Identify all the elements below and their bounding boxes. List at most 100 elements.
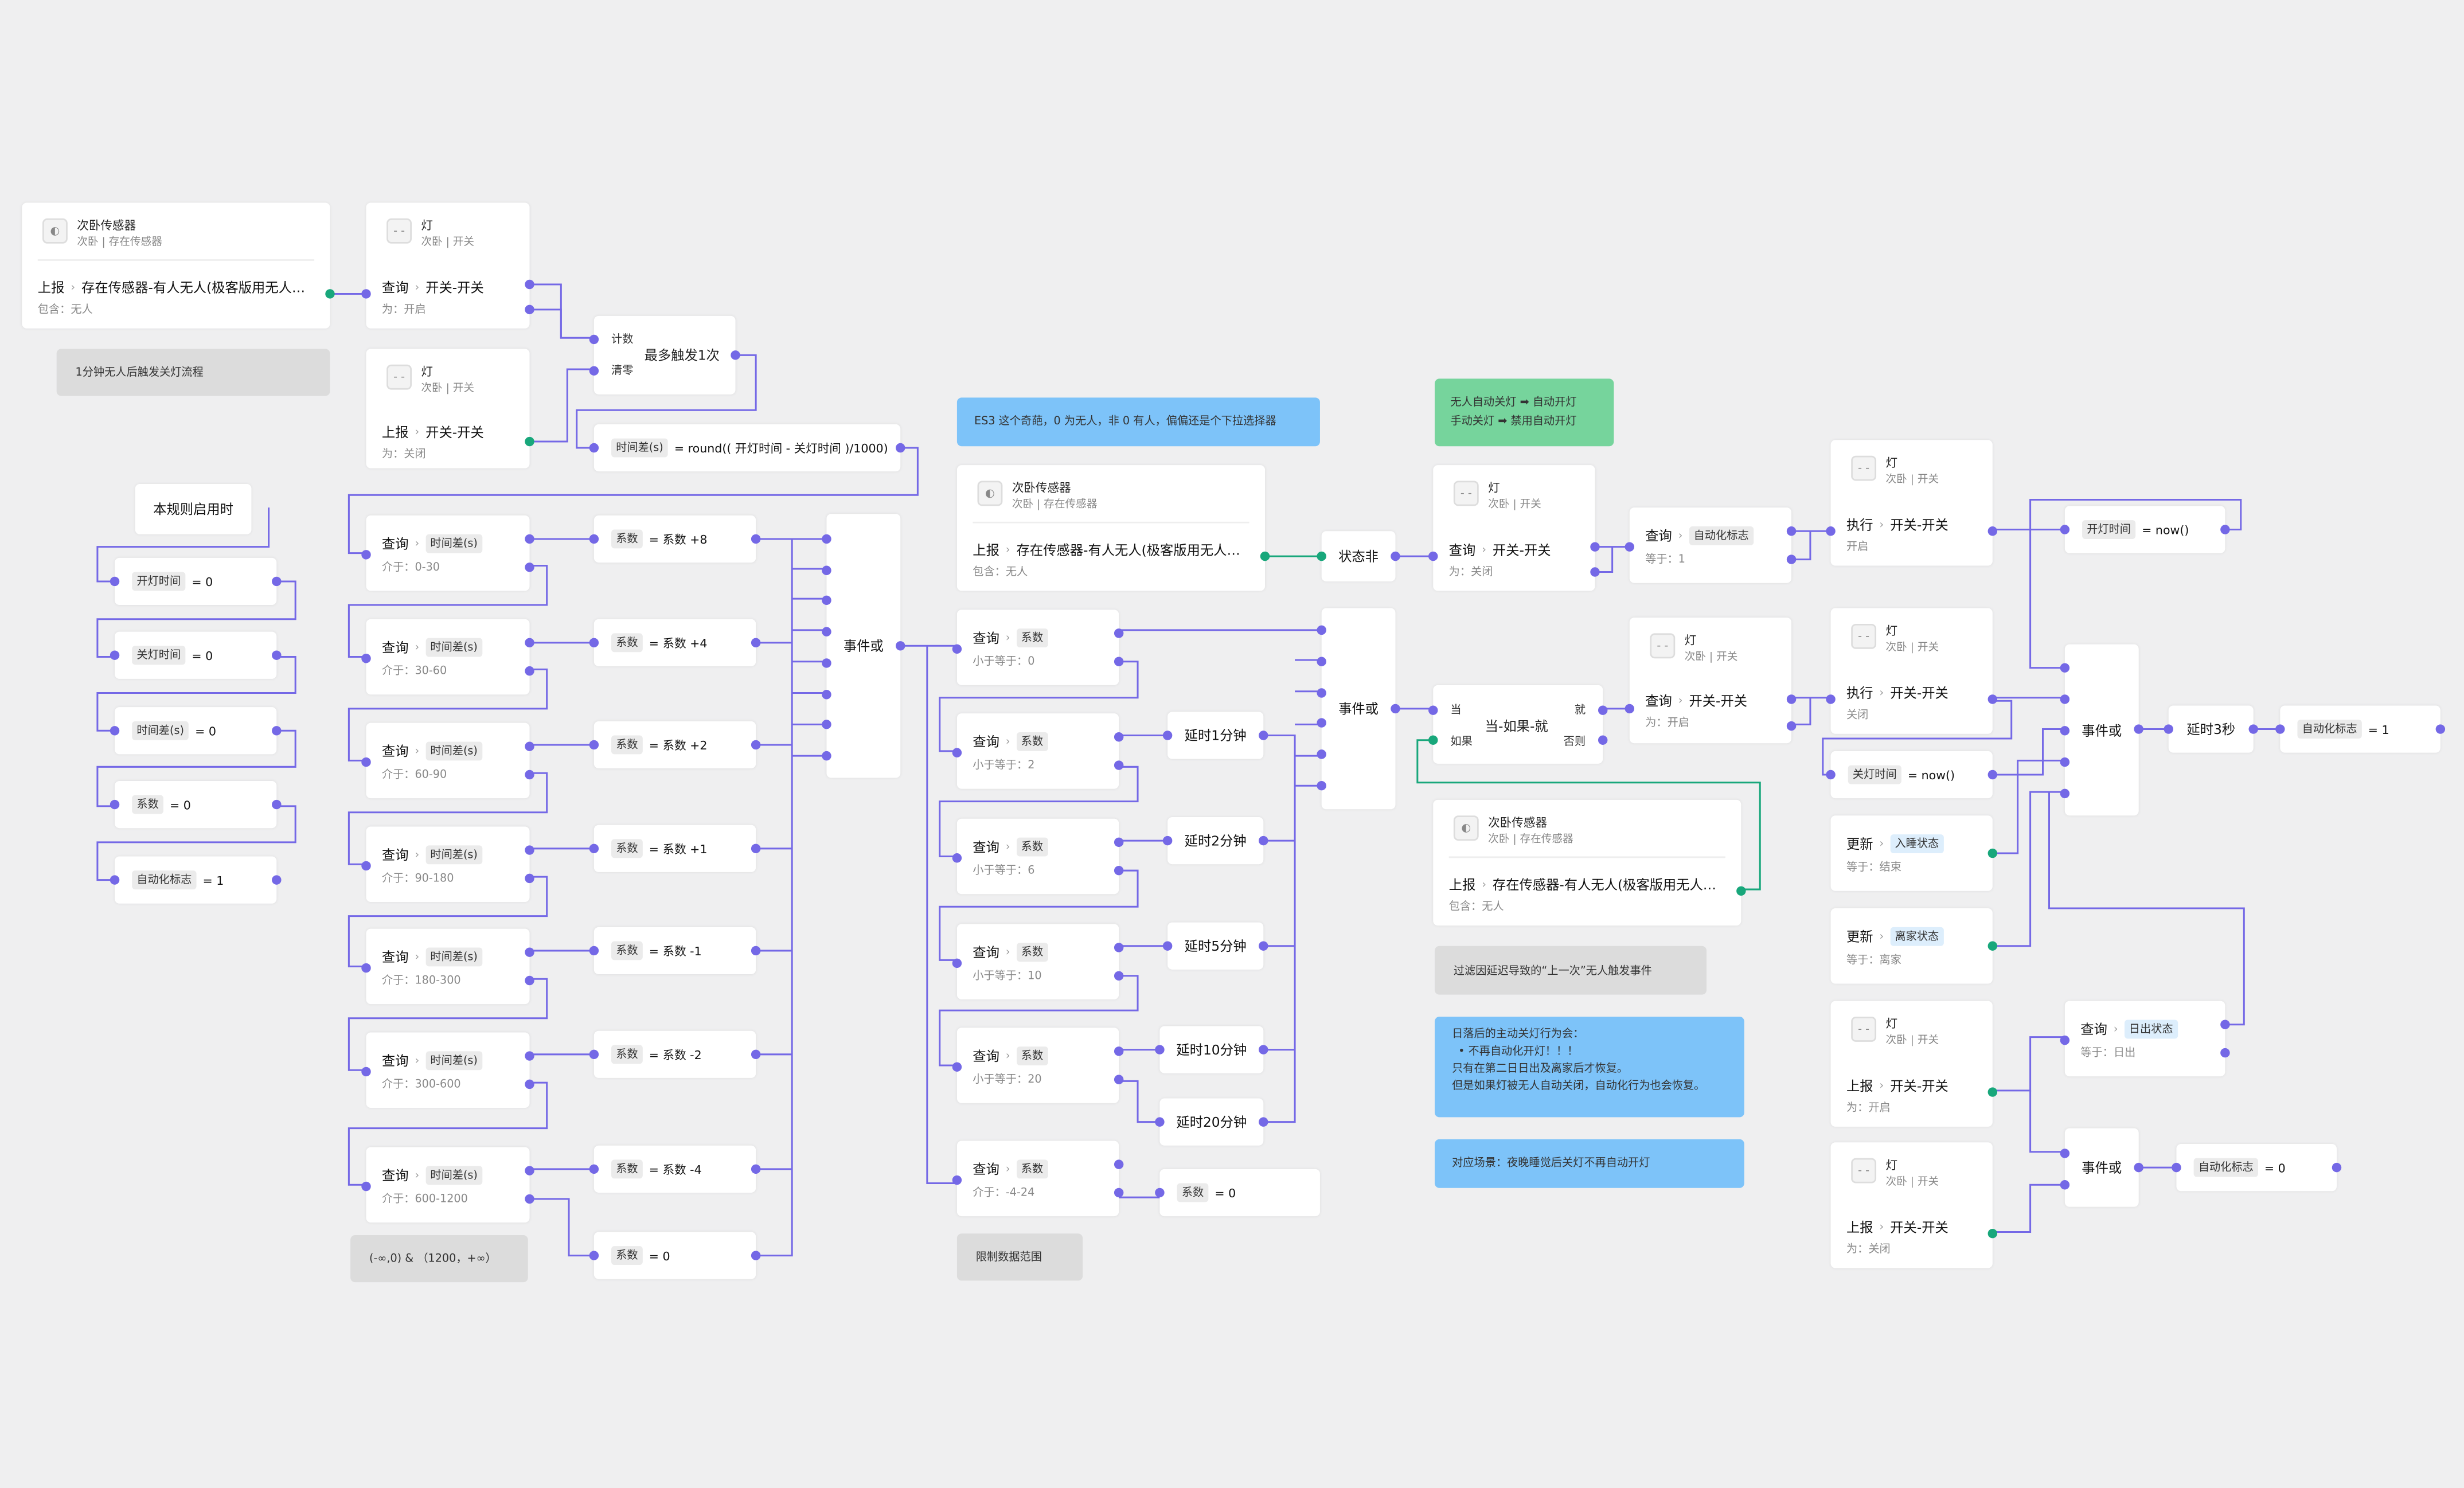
when-if-node[interactable]: 当 如果 就 否则 当-如果-就 xyxy=(1428,685,1608,764)
input-port[interactable] xyxy=(1155,1117,1165,1127)
light-execute-on[interactable]: - - 灯 次卧 | 开关 执行›开关-开关 开启 xyxy=(1826,440,1998,566)
output-port[interactable] xyxy=(272,875,282,885)
else-port[interactable] xyxy=(1598,735,1608,745)
output-port[interactable] xyxy=(272,726,282,736)
input-port[interactable] xyxy=(952,958,962,968)
event-or-node-2[interactable]: 事件或 xyxy=(1317,608,1400,810)
input-port-4[interactable] xyxy=(822,627,831,637)
output-port[interactable] xyxy=(1736,886,1746,896)
true-port[interactable] xyxy=(1114,1159,1124,1169)
false-port[interactable] xyxy=(525,666,534,676)
true-port[interactable] xyxy=(525,741,534,751)
false-port[interactable] xyxy=(525,304,534,315)
if-port[interactable] xyxy=(1428,735,1438,745)
init-var-node[interactable]: 时间差(s)= 0 xyxy=(110,707,282,755)
sensor-card-2[interactable]: ◐ 次卧传感器 次卧 | 存在传感器 上报›存在传感器-有人无人(极客版用无人…… xyxy=(956,465,1270,591)
true-port[interactable] xyxy=(2220,1020,2230,1029)
input-port[interactable] xyxy=(589,740,599,750)
output-port[interactable] xyxy=(1987,694,1998,704)
input-port-1[interactable] xyxy=(2060,663,2070,673)
coef-query[interactable]: 查询›系数小于等于：0 xyxy=(952,610,1124,685)
input-port[interactable] xyxy=(1625,542,1635,552)
false-port[interactable] xyxy=(2220,1048,2230,1058)
event-or-node-3[interactable]: 事件或 xyxy=(2060,644,2143,816)
output-port[interactable] xyxy=(2435,724,2446,734)
true-port[interactable] xyxy=(525,1166,534,1175)
true-port[interactable] xyxy=(1786,526,1797,536)
output-port[interactable] xyxy=(2332,1162,2342,1173)
light-report-card[interactable]: - - 灯 次卧 | 开关 上报›开关-开关 为：关闭 xyxy=(366,349,534,468)
input-port[interactable] xyxy=(952,748,962,757)
true-port[interactable] xyxy=(525,279,534,290)
input-port-2[interactable] xyxy=(1317,656,1326,666)
output-port[interactable] xyxy=(751,1251,761,1260)
input-port[interactable] xyxy=(589,1251,599,1260)
true-port[interactable] xyxy=(525,947,534,957)
input-port[interactable] xyxy=(361,550,371,560)
input-port[interactable] xyxy=(361,757,371,767)
output-port[interactable] xyxy=(751,740,761,750)
delay-node[interactable]: 延时20分钟 xyxy=(1155,1098,1268,1146)
output-port[interactable] xyxy=(1259,1117,1268,1127)
output-port[interactable] xyxy=(272,576,282,587)
coef-assign-node[interactable]: 系数= 系数 +8 xyxy=(589,515,761,563)
true-port[interactable] xyxy=(1114,943,1124,952)
input-port[interactable] xyxy=(952,644,962,654)
input-port[interactable] xyxy=(110,576,120,587)
auto-flag-query[interactable]: 查询›自动化标志 等于：1 xyxy=(1625,507,1797,583)
output-port[interactable] xyxy=(325,289,335,299)
coef-assign-node[interactable]: 系数= 系数 +2 xyxy=(589,721,761,769)
input-port[interactable] xyxy=(1428,551,1438,561)
output-port[interactable] xyxy=(1987,1228,1998,1239)
not-state-node[interactable]: 状态非 xyxy=(1317,531,1400,581)
input-port[interactable] xyxy=(1162,731,1173,740)
input-port[interactable] xyxy=(361,654,371,663)
output-port[interactable] xyxy=(1391,704,1400,714)
true-port[interactable] xyxy=(525,534,534,544)
coef-query[interactable]: 查询›系数介于：-4-24 xyxy=(952,1141,1124,1217)
input-port[interactable] xyxy=(589,843,599,854)
count-port[interactable] xyxy=(589,334,599,345)
input-port[interactable] xyxy=(2275,724,2285,734)
sunrise-query-node[interactable]: 查询›日出状态 等于：日出 xyxy=(2060,1001,2230,1077)
true-port[interactable] xyxy=(525,1051,534,1061)
input-port-7[interactable] xyxy=(822,720,831,730)
time-diff-query[interactable]: 查询›时间差(s)介于：300-600 xyxy=(361,1032,534,1108)
rule-start-node[interactable]: 本规则启用时 xyxy=(135,484,252,534)
output-port[interactable] xyxy=(1987,848,1998,858)
input-port[interactable] xyxy=(1826,770,1836,780)
true-port[interactable] xyxy=(1114,1046,1124,1056)
input-port[interactable] xyxy=(589,1164,599,1174)
coef-query[interactable]: 查询›系数小于等于：2 xyxy=(952,713,1124,789)
coef-query[interactable]: 查询›系数小于等于：10 xyxy=(952,924,1124,999)
input-port[interactable] xyxy=(952,1175,962,1185)
light-report-on[interactable]: - - 灯 次卧 | 开关 上报›开关-开关 为：开启 xyxy=(1830,1001,1998,1127)
true-port[interactable] xyxy=(1114,628,1124,638)
input-port[interactable] xyxy=(1317,551,1326,561)
input-port-4[interactable] xyxy=(1317,718,1326,728)
auto-flag-set-0[interactable]: 自动化标志 = 0 xyxy=(2172,1144,2342,1192)
false-port[interactable] xyxy=(1114,1075,1124,1084)
coef-assign-node[interactable]: 系数= 系数 -1 xyxy=(589,927,761,975)
output-port[interactable] xyxy=(751,1164,761,1174)
coef-assign-node[interactable]: 系数= 系数 +1 xyxy=(589,825,761,872)
init-var-node[interactable]: 自动化标志= 1 xyxy=(110,856,282,904)
input-port[interactable] xyxy=(361,1067,371,1077)
input-port[interactable] xyxy=(589,443,599,453)
delay-node[interactable]: 延时2分钟 xyxy=(1162,817,1268,865)
time-diff-query[interactable]: 查询›时间差(s)介于：0-30 xyxy=(361,515,534,591)
input-port[interactable] xyxy=(2164,724,2173,734)
false-port[interactable] xyxy=(1114,971,1124,981)
output-port[interactable] xyxy=(751,1049,761,1060)
output-port[interactable] xyxy=(1259,1045,1268,1055)
output-port[interactable] xyxy=(1259,835,1268,846)
input-port-3[interactable] xyxy=(1317,688,1326,697)
false-port[interactable] xyxy=(1114,865,1124,876)
then-port[interactable] xyxy=(1598,705,1608,715)
output-port[interactable] xyxy=(2134,1162,2143,1173)
delay-3s-node[interactable]: 延时3秒 xyxy=(2164,705,2258,753)
output-port[interactable] xyxy=(525,436,534,447)
false-port[interactable] xyxy=(525,873,534,884)
input-port-2[interactable] xyxy=(2060,694,2070,704)
output-port[interactable] xyxy=(751,843,761,854)
